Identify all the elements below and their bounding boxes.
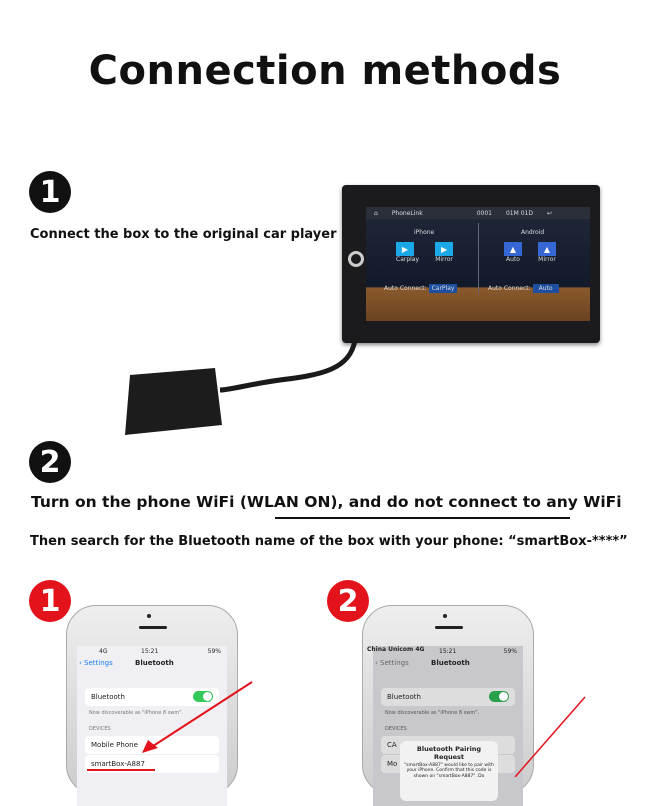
devices-header: DEVICES xyxy=(89,726,111,732)
speaker-icon xyxy=(435,626,463,629)
tile-label: Mirror xyxy=(538,256,556,263)
battery: 59% xyxy=(503,648,517,655)
box-and-cable xyxy=(125,339,358,435)
clock: 0001 xyxy=(476,209,492,217)
step-2-badge: 2 xyxy=(29,441,71,483)
screen-title: Bluetooth xyxy=(135,659,174,667)
time: 15:21 xyxy=(439,648,457,655)
dialog-title: Bluetooth Pairing Request xyxy=(416,745,482,761)
stereo-status-bar: ⌂ PhoneLink 0001 01M 01D ↩ xyxy=(366,207,590,219)
bt-label: Bluetooth xyxy=(387,693,421,701)
device-item-smartbox[interactable]: smartBox-A887 xyxy=(85,755,219,773)
iphone-tiles: ▶Carplay ▶Mirror xyxy=(396,242,454,263)
red-underline xyxy=(87,769,155,771)
back-label: Settings xyxy=(380,659,409,667)
dialog-text: "smartBox-A887" would like to pair with … xyxy=(404,763,494,779)
car-stereo: ⌂ PhoneLink 0001 01M 01D ↩ iPhone Androi… xyxy=(342,185,600,343)
tile-label: Auto xyxy=(506,256,520,263)
auto-connect-label: Auto Connect: xyxy=(384,285,427,292)
smart-box xyxy=(125,368,222,435)
bluetooth-row: Bluetooth xyxy=(381,688,515,706)
time: 15:21 xyxy=(141,648,159,655)
step-1-caption: Connect the box to the original car play… xyxy=(30,227,337,242)
page-title: Connection methods xyxy=(88,48,562,94)
camera-icon xyxy=(147,614,151,618)
stereo-screen: ⌂ PhoneLink 0001 01M 01D ↩ iPhone Androi… xyxy=(366,207,590,321)
cable xyxy=(219,339,358,393)
carplay-tile[interactable]: ▶Carplay xyxy=(396,242,419,263)
auto-select[interactable]: Auto xyxy=(532,284,559,293)
speaker-icon xyxy=(139,626,167,629)
date: 01M 01D xyxy=(505,209,533,217)
screen-title: Bluetooth xyxy=(431,659,470,667)
android-mirror-tile[interactable]: ▲Mirror xyxy=(538,242,556,263)
underline xyxy=(275,517,570,519)
camera-icon xyxy=(443,614,447,618)
auto-tile[interactable]: ▲Auto xyxy=(504,242,522,263)
discoverable-text: Now discoverable as "iPhone 8 swm". xyxy=(89,710,184,716)
back-label: Settings xyxy=(84,659,113,667)
android-tiles: ▲Auto ▲Mirror xyxy=(504,242,556,263)
discoverable-text: Now discoverable as "iPhone 8 swm". xyxy=(385,710,480,716)
step-2-bluetooth-instruction: Then search for the Bluetooth name of th… xyxy=(30,534,628,549)
battery: 59% xyxy=(207,648,221,655)
back-button[interactable]: ‹ Settings xyxy=(375,659,409,667)
bluetooth-toggle[interactable] xyxy=(489,691,509,702)
red-line xyxy=(514,696,586,777)
auto-connect-iphone: Auto Connect: CarPlay xyxy=(384,284,458,293)
bluetooth-row: Bluetooth xyxy=(85,688,219,706)
tile-label: Mirror xyxy=(435,256,453,263)
pairing-dialog: Bluetooth Pairing Request "smartBox-A887… xyxy=(400,741,498,801)
iphone-label: iPhone xyxy=(414,229,435,236)
bt-label: Bluetooth xyxy=(91,693,125,701)
auto-connect-android: Auto Connect: Auto xyxy=(488,284,559,293)
carrier: China Unicom 4G xyxy=(367,646,425,653)
carrier: 4G xyxy=(99,648,108,655)
bluetooth-toggle[interactable] xyxy=(193,691,213,702)
red-arrow-icon xyxy=(142,681,253,753)
home-icon: ⌂ xyxy=(374,209,378,217)
devices-header: DEVICES xyxy=(385,726,407,732)
tile-label: Carplay xyxy=(396,256,420,263)
phone-1-badge: 1 xyxy=(29,580,71,622)
back-icon: ↩ xyxy=(546,209,552,217)
phone-2-badge: 2 xyxy=(327,580,369,622)
auto-connect-label: Auto Connect: xyxy=(488,285,531,292)
step-2-wifi-instruction: Turn on the phone WiFi (WLAN ON), and do… xyxy=(31,493,622,511)
carplay-select[interactable]: CarPlay xyxy=(428,284,458,293)
mirror-tile[interactable]: ▶Mirror xyxy=(435,242,454,263)
step-1-badge: 1 xyxy=(29,171,71,213)
back-button[interactable]: ‹ Settings xyxy=(79,659,113,667)
android-label: Android xyxy=(521,229,545,236)
volume-knob-icon xyxy=(348,251,364,267)
app-name: PhoneLink xyxy=(391,209,423,217)
divider xyxy=(478,223,479,293)
